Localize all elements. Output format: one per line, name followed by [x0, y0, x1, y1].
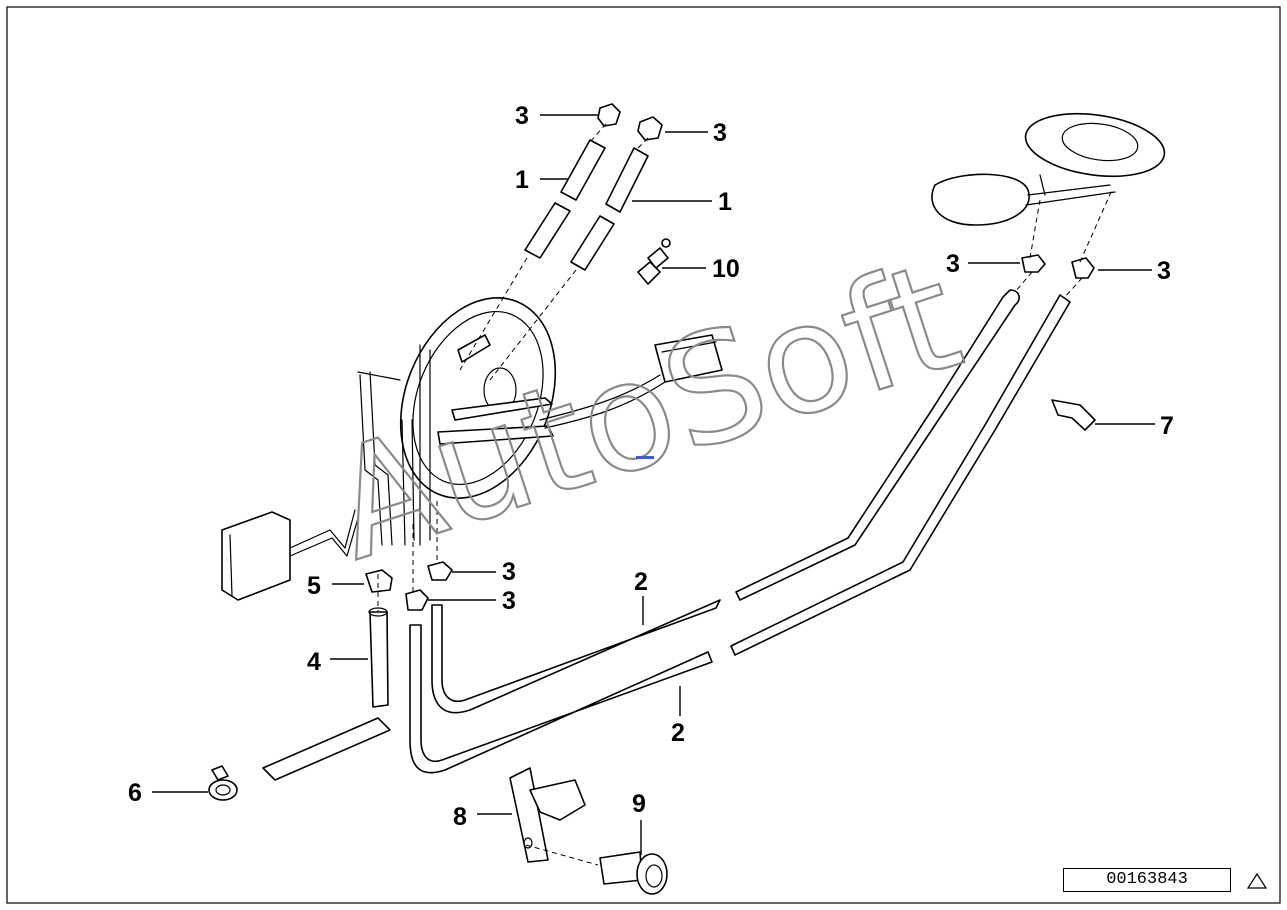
- secondary-sender-unit: [931, 112, 1166, 226]
- callout-1-right: 1: [718, 188, 732, 216]
- alignment-lines: [377, 123, 1113, 866]
- hose-2-upper: [431, 289, 1020, 714]
- callouts: 3 3 1 1 10 3 3 7 5 3 3 2 4 2 6 8 9: [128, 102, 1174, 855]
- callout-3-right-a: 3: [946, 250, 960, 278]
- callout-3-center-a: 3: [502, 558, 516, 586]
- warning-triangle-icon: [1246, 872, 1268, 889]
- callout-3-top-right: 3: [713, 119, 727, 147]
- hose-clamp-6: [208, 765, 238, 801]
- diagram-frame: [6, 6, 1281, 904]
- blue-mark: [636, 456, 654, 459]
- callout-1-left: 1: [515, 166, 529, 194]
- bracket-8: [509, 767, 586, 863]
- hose-2-lower: [409, 294, 1071, 774]
- callout-10: 10: [712, 255, 740, 283]
- callout-6: 6: [128, 779, 142, 807]
- callout-7: 7: [1160, 412, 1174, 440]
- bolt-9: [599, 851, 668, 895]
- hose-4: [262, 607, 391, 781]
- fuel-sender-unit: [221, 297, 723, 601]
- callout-2-upper: 2: [634, 568, 648, 596]
- callout-3-top-left: 3: [515, 102, 529, 130]
- clip-7: [1051, 399, 1096, 431]
- callout-5: 5: [307, 572, 321, 600]
- clamp-5: [365, 569, 393, 593]
- callout-9: 9: [632, 790, 646, 818]
- watermark-text: AutoSoft: [312, 230, 978, 595]
- clamp-3-parts: [405, 103, 1095, 611]
- valve-10: [637, 238, 671, 285]
- callout-3-right-b: 3: [1157, 257, 1171, 285]
- reference-number: 00163843: [1063, 868, 1231, 892]
- callout-3-center-b: 3: [502, 587, 516, 615]
- hose-1-right: [570, 147, 649, 271]
- callout-2-lower: 2: [671, 719, 685, 747]
- hose-1-left: [524, 139, 606, 259]
- callout-4: 4: [307, 648, 321, 676]
- callout-8: 8: [453, 803, 467, 831]
